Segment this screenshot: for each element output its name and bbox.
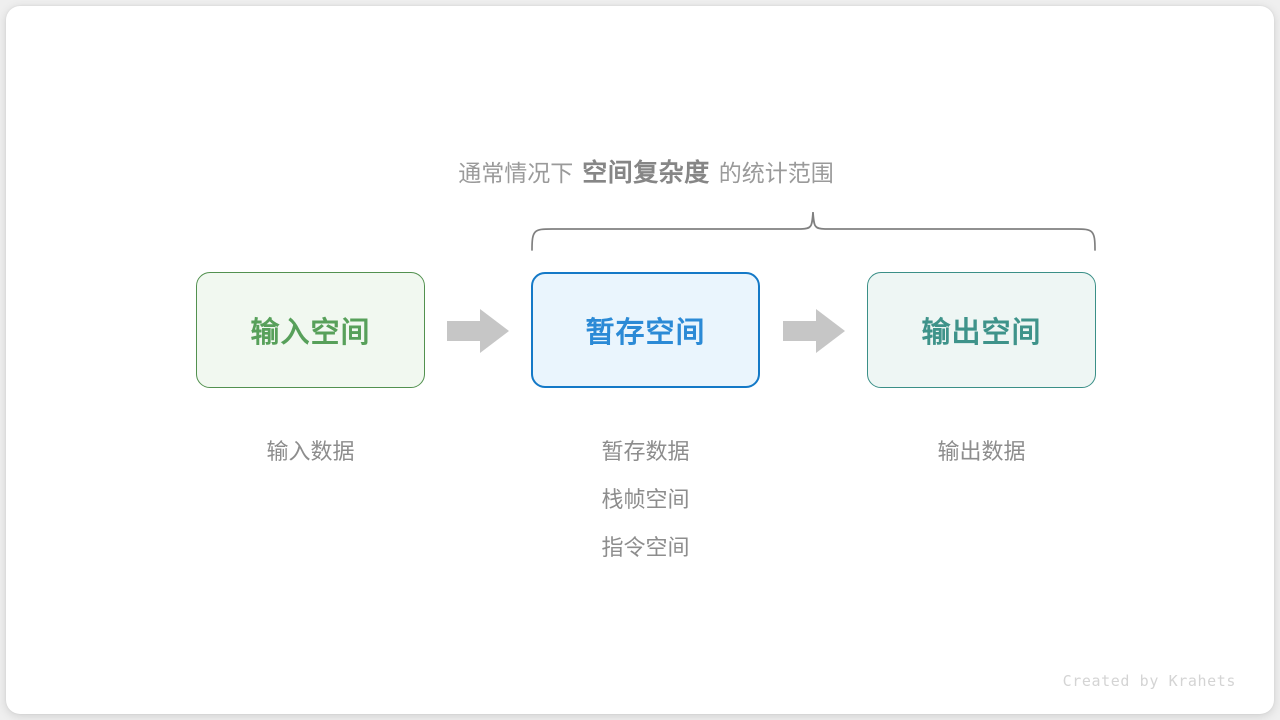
box-temp-space-label: 暂存空间 bbox=[585, 317, 706, 349]
caption-prefix: 通常情况下 bbox=[458, 160, 574, 186]
sub-labels-input: 输入数据 bbox=[196, 428, 425, 476]
box-output-space[interactable]: 输出空间 bbox=[867, 272, 1096, 388]
sub-label-item: 栈帧空间 bbox=[601, 487, 690, 512]
credit-text: Created by Krahets bbox=[1062, 672, 1236, 690]
caption-emphasis: 空间复杂度 bbox=[582, 159, 710, 187]
sub-label-item: 输出数据 bbox=[937, 439, 1026, 464]
diagram-stage: 通常情况下空间复杂度的统计范围 输入空间 暂存空间 输出空间 bbox=[6, 6, 1274, 714]
slide-card: 通常情况下空间复杂度的统计范围 输入空间 暂存空间 输出空间 bbox=[6, 6, 1274, 714]
box-input-space-label: 输入空间 bbox=[250, 317, 371, 349]
box-temp-space[interactable]: 暂存空间 bbox=[531, 272, 760, 388]
space-boxes-row: 输入空间 暂存空间 输出空间 bbox=[6, 272, 1274, 388]
sub-labels-output: 输出数据 bbox=[867, 428, 1096, 476]
sub-label-item: 暂存数据 bbox=[601, 439, 690, 464]
sub-label-item: 输入数据 bbox=[266, 439, 355, 464]
arrow-right-icon-input-to-temp bbox=[447, 309, 509, 353]
curly-brace bbox=[521, 204, 1111, 259]
arrow-right-icon-temp-to-output bbox=[783, 309, 845, 353]
diagram-caption: 通常情况下空间复杂度的统计范围 bbox=[6, 156, 1274, 190]
sub-labels-row: 输入数据 暂存数据 栈帧空间 指令空间 输出数据 bbox=[6, 428, 1274, 568]
caption-suffix: 的统计范围 bbox=[718, 160, 834, 186]
box-input-space[interactable]: 输入空间 bbox=[196, 272, 425, 388]
sub-labels-temp: 暂存数据 栈帧空间 指令空间 bbox=[531, 428, 760, 572]
box-output-space-label: 输出空间 bbox=[921, 317, 1042, 349]
sub-label-item: 指令空间 bbox=[601, 535, 690, 560]
